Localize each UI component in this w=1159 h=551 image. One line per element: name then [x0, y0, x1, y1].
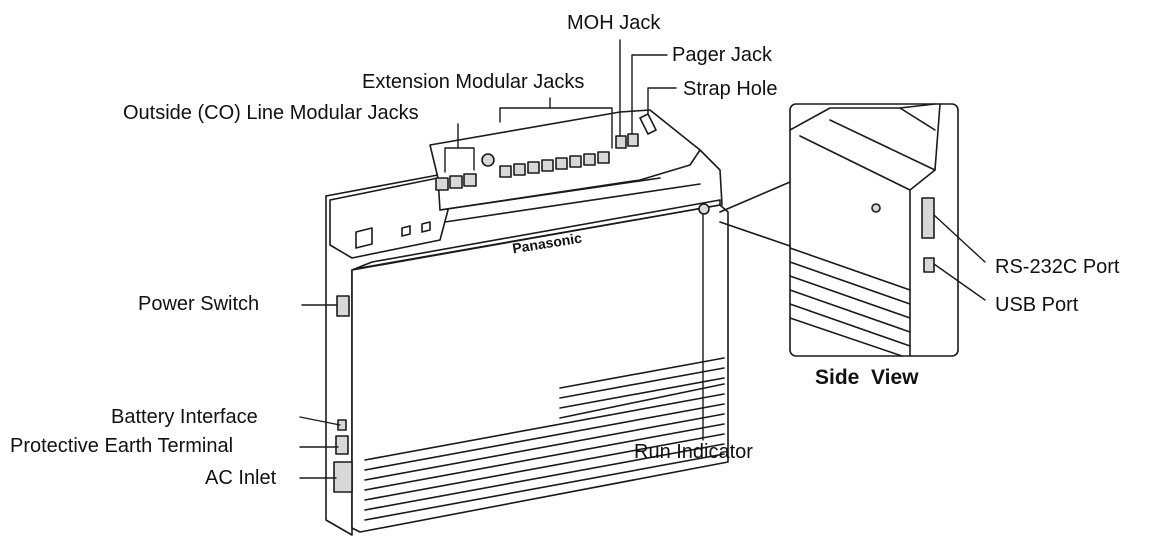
label-side-view: Side View	[815, 366, 919, 389]
co-line-jacks	[435, 173, 477, 191]
label-usb-port: USB Port	[995, 294, 1079, 316]
label-ac-inlet: AC Inlet	[205, 467, 277, 489]
label-strap-hole: Strap Hole	[683, 78, 778, 100]
label-run-indicator: Run Indicator	[634, 441, 753, 463]
moh-jack-port	[615, 135, 627, 149]
rs232c-port-shape	[921, 197, 935, 239]
label-pager-jack: Pager Jack	[672, 44, 773, 66]
extension-jacks	[499, 151, 610, 178]
zoom-line-top	[719, 181, 791, 213]
label-earth-terminal: Protective Earth Terminal	[10, 435, 234, 457]
usb-port-shape	[923, 257, 935, 273]
vent-slots	[364, 357, 725, 521]
ac-inlet-shape	[333, 461, 353, 493]
zoom-line-bottom	[719, 221, 791, 247]
pager-jack-port	[627, 133, 639, 147]
label-rs232c-port: RS-232C Port	[995, 256, 1120, 278]
main-unit	[325, 109, 729, 536]
label-moh-jack: MOH Jack	[567, 12, 661, 34]
side-vents	[789, 247, 911, 357]
label-co-line-jacks: Outside (CO) Line Modular Jacks	[123, 102, 419, 124]
power-switch-shape	[336, 295, 350, 317]
run-indicator-led	[698, 203, 710, 215]
front-cover	[351, 204, 729, 533]
label-extension-jacks: Extension Modular Jacks	[362, 71, 585, 93]
mount-bracket	[329, 177, 449, 259]
label-power-switch: Power Switch	[138, 293, 260, 315]
side-view-inset	[719, 103, 959, 357]
label-battery-interface: Battery Interface	[111, 406, 258, 428]
strap-hole-tab	[639, 113, 657, 135]
leader-lines	[299, 39, 986, 479]
